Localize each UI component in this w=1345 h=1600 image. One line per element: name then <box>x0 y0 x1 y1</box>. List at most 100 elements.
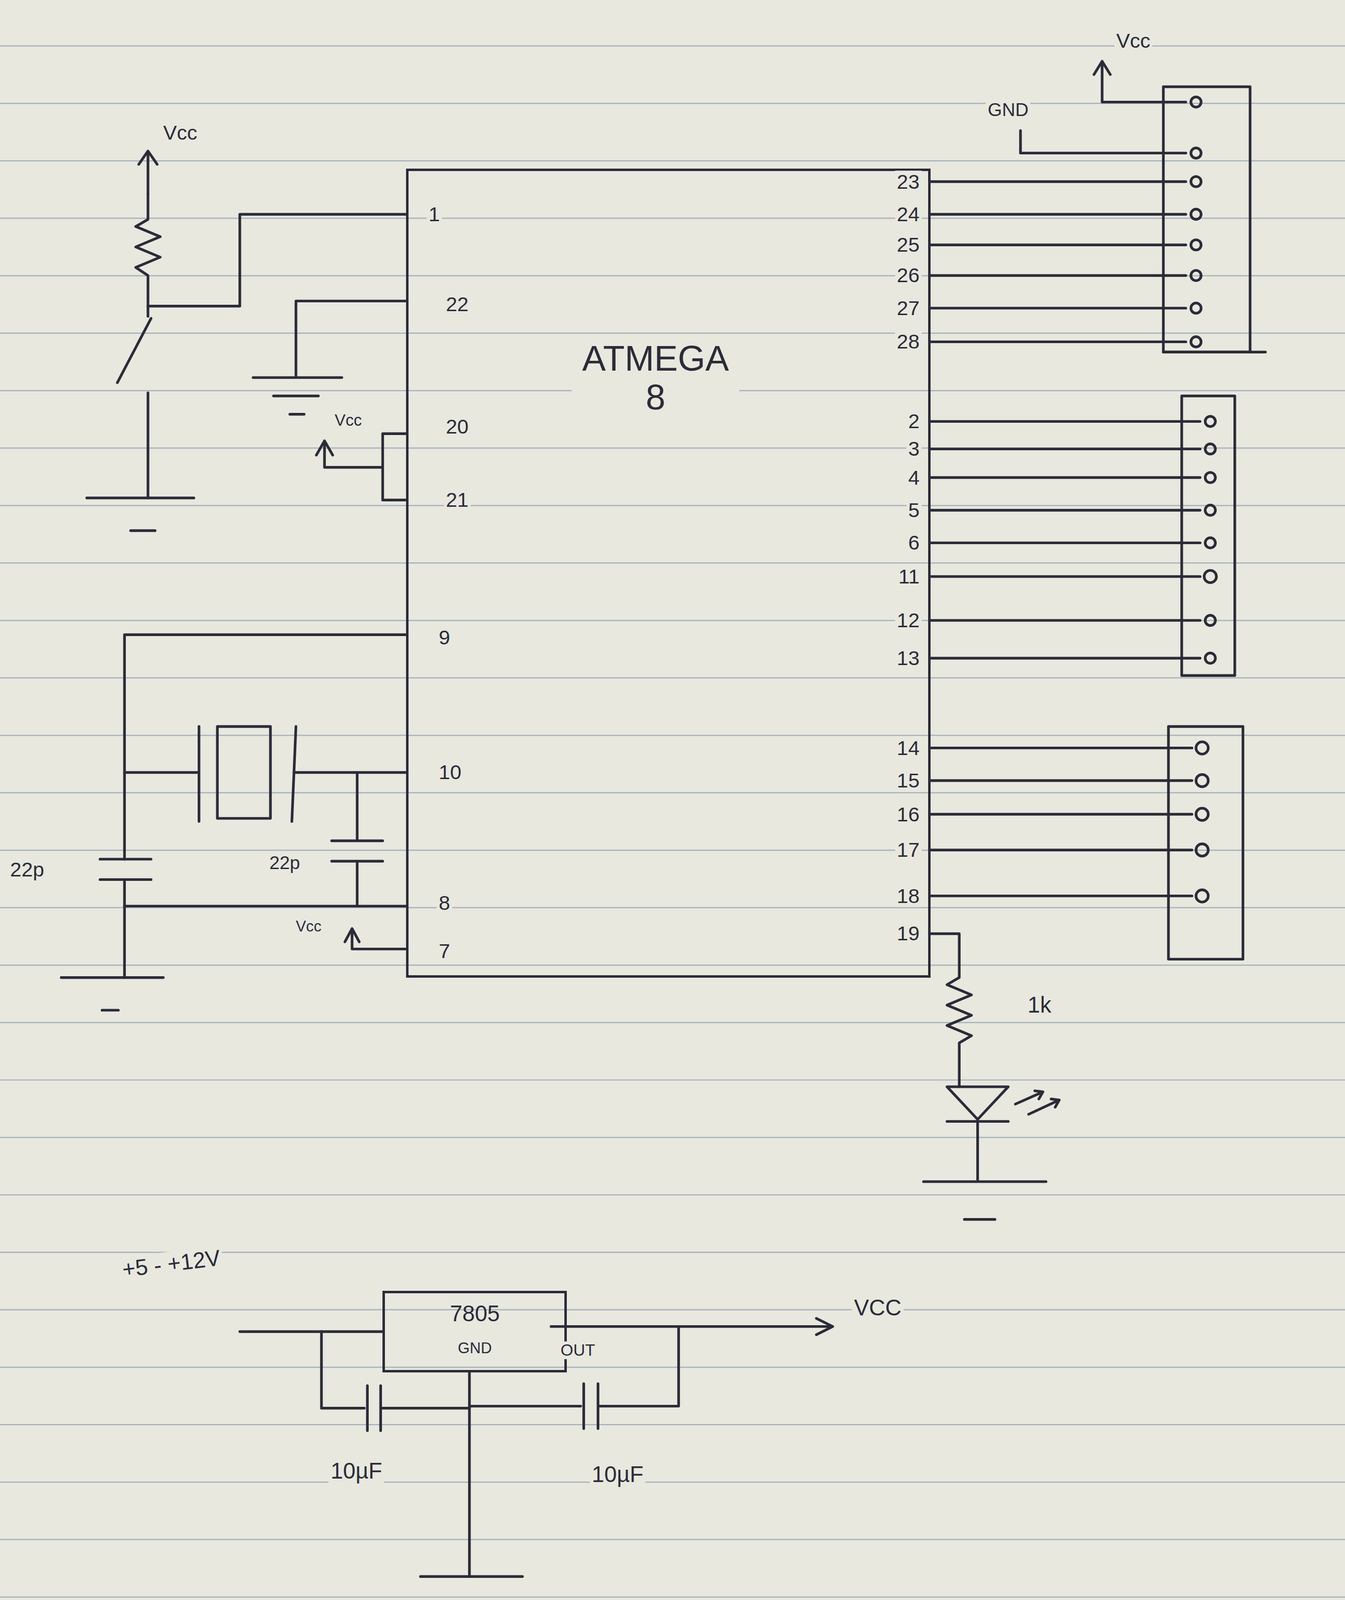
power-label: Vcc <box>161 121 200 145</box>
led-symbol <box>946 1086 1009 1180</box>
pin-number: 27 <box>894 296 922 320</box>
crystal-symbol <box>124 726 407 822</box>
paper-ruling <box>0 504 1345 506</box>
header-pin <box>1196 741 1209 903</box>
header-pin <box>1191 96 1202 108</box>
wire <box>1020 63 1186 154</box>
paper-ruling <box>0 1079 1345 1081</box>
part-number: 7805 <box>384 1301 565 1327</box>
header-pin <box>1191 176 1202 187</box>
capacitor-symbol <box>331 772 383 907</box>
header-pin <box>1191 147 1202 159</box>
microcontroller-chip: ATMEGA 8 <box>406 168 931 978</box>
header-pin <box>1191 96 1202 348</box>
header-pin <box>1205 537 1216 549</box>
pin-number: 12 <box>894 609 922 632</box>
header-pin <box>1205 505 1216 516</box>
pin-number: 5 <box>906 498 922 522</box>
header-pin <box>1196 741 1209 755</box>
header-pin <box>1205 615 1216 626</box>
paper-ruling <box>0 160 1345 162</box>
header-pin <box>1191 270 1202 281</box>
supply-label: +5 - +12V <box>118 1245 224 1283</box>
pin-number: 6 <box>906 531 922 555</box>
paper-ruling <box>0 1596 1345 1598</box>
pin-number: 2 <box>906 410 922 434</box>
wire <box>124 634 407 860</box>
voltage-regulator: 7805GNDOUT <box>382 1290 567 1373</box>
wire <box>147 214 407 307</box>
pin-name: GND <box>384 1340 565 1357</box>
value-label: 10µF <box>589 1462 646 1488</box>
power-arrow <box>316 440 333 456</box>
paper-ruling <box>0 1366 1345 1368</box>
value-label: 22p <box>267 853 302 874</box>
header-pin <box>1191 303 1202 314</box>
pin-number: 3 <box>906 438 922 461</box>
capacitor-symbol <box>469 1326 679 1430</box>
paper-ruling <box>0 734 1345 736</box>
led-symbol <box>1015 1090 1059 1115</box>
paper-ruling <box>0 1539 1345 1541</box>
paper-ruling <box>0 677 1345 679</box>
wire <box>351 932 407 949</box>
resistor-symbol <box>135 193 161 306</box>
paper-ruling <box>0 1194 1345 1196</box>
header-pin <box>1205 443 1216 455</box>
header-pin <box>1191 239 1202 251</box>
pin-number: 23 <box>894 170 922 194</box>
pin-number: 16 <box>894 803 922 826</box>
header-pin <box>1196 774 1209 788</box>
header-pin <box>1196 808 1209 821</box>
pin-header <box>1163 350 1266 353</box>
pin-number: 20 <box>443 415 471 439</box>
paper-ruling <box>0 45 1345 1598</box>
paper-ruling <box>0 1022 1345 1024</box>
header-pin <box>1205 472 1216 483</box>
value-label: 22p <box>8 858 47 881</box>
header-pin <box>1191 209 1202 220</box>
power-label: VCC <box>851 1295 904 1321</box>
header-pin <box>1205 653 1216 664</box>
header-pin <box>1196 889 1209 903</box>
ground-symbol <box>86 497 194 531</box>
power-label: Vcc <box>1114 29 1153 53</box>
pin-number: 10 <box>436 761 464 785</box>
value-label: 1k <box>1025 993 1053 1018</box>
capacitor-symbol <box>99 859 151 978</box>
pin-number: 21 <box>443 488 471 512</box>
chip-name: ATMEGA 8 <box>571 339 739 417</box>
paper-ruling <box>0 332 1345 334</box>
pin-number: 24 <box>894 203 922 226</box>
ground-symbol <box>253 377 343 415</box>
pin-header <box>1163 86 1250 352</box>
schematic-wire <box>61 61 1266 1578</box>
pin-number: 15 <box>894 769 922 792</box>
pin-number: 7 <box>436 939 452 963</box>
pin-number: 14 <box>894 736 922 760</box>
pin-number: 11 <box>896 565 922 588</box>
switch-symbol <box>117 306 152 498</box>
power-label: Vcc <box>293 918 324 936</box>
wire <box>930 421 1200 659</box>
paper-ruling <box>0 1424 1345 1426</box>
resistor-symbol <box>930 933 972 1087</box>
pin-number: 26 <box>894 264 922 288</box>
pin-number: 19 <box>894 922 922 946</box>
pin-header <box>1181 395 1235 676</box>
wire <box>124 905 407 908</box>
ground-symbol <box>61 977 164 1011</box>
paper-ruling <box>0 1481 1345 1483</box>
paper-ruling <box>0 217 1345 219</box>
paper-ruling <box>0 964 1345 966</box>
ground-label: GND <box>985 100 1031 121</box>
paper-ruling <box>0 1309 1345 1311</box>
paper-ruling <box>0 1137 1345 1139</box>
header-pin <box>1205 416 1216 427</box>
header-pin <box>1204 416 1217 664</box>
pin-number: 13 <box>894 646 922 670</box>
pin-number: 17 <box>894 838 922 862</box>
pin-number: 28 <box>894 330 922 354</box>
